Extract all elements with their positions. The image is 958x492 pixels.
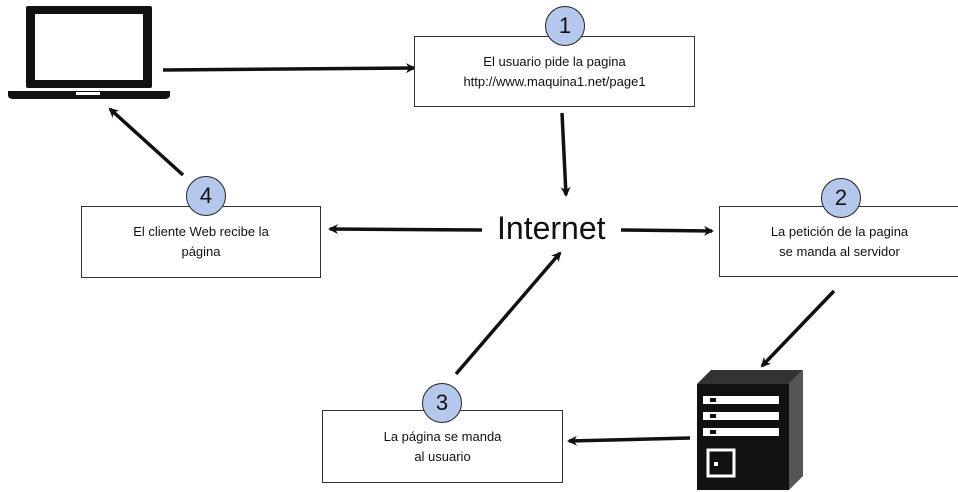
step-4-line-2: página [181, 244, 221, 259]
step-4-line-1: El cliente Web recibe la [133, 224, 269, 239]
step-2-line-2: se manda al servidor [779, 243, 900, 259]
step-1-line-2: http://www.maquina1.net/page1 [463, 73, 646, 89]
arrow-internet-to-step4 [328, 224, 483, 235]
laptop-icon [8, 6, 170, 99]
arrow-step2-to-server [760, 289, 836, 368]
server-icon [697, 370, 803, 490]
step-1-box: El usuario pide la pagina http://www.maq… [414, 36, 695, 107]
internet-label: Internet [497, 210, 606, 246]
arrow-server-to-step3 [567, 435, 691, 446]
step-2-number-badge: 2 [821, 178, 861, 218]
step-2-box: La petición de la pagina se manda al ser… [719, 206, 958, 277]
step-3-line-2: al usuario [414, 448, 471, 464]
step-2-line-1: La petición de la pagina [770, 223, 909, 239]
step-3-line-1: La página se manda [383, 428, 502, 444]
arrow-step1-to-internet [560, 112, 571, 197]
arrow-step3-to-internet [454, 251, 562, 376]
arrow-internet-to-step2 [620, 225, 714, 236]
arrow-laptop-to-step1 [162, 63, 416, 74]
step-3-number-badge: 3 [422, 383, 462, 423]
step-4-box: El cliente Web recibe la página [81, 206, 321, 278]
step-4-number-badge: 4 [186, 176, 226, 216]
arrow-step4-to-laptop [108, 107, 185, 177]
step-1-number-badge: 1 [545, 6, 585, 46]
step-1-line-1: El usuario pide la pagina [483, 53, 626, 69]
